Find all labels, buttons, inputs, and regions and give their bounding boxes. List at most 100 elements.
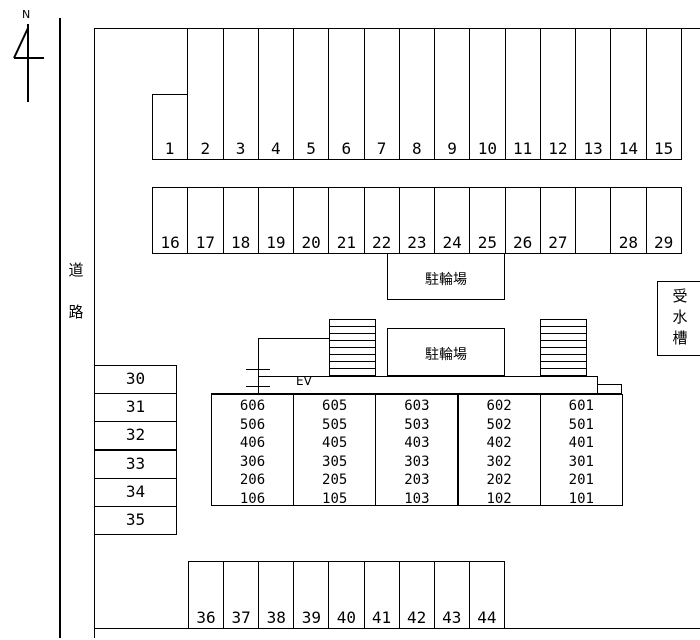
parking-space: 16 xyxy=(152,187,187,253)
corridor-east-ledge-end xyxy=(621,384,622,394)
apartment-unit-number: 606 xyxy=(239,398,266,414)
parking-space: 1 xyxy=(152,28,187,159)
apartment-unit-number: 503 xyxy=(404,416,430,433)
parking-space: 36 xyxy=(188,561,223,628)
row-top-right-edge xyxy=(681,28,682,160)
parking-space-number: 4 xyxy=(271,139,281,158)
parking-space-number: 15 xyxy=(653,139,674,158)
parking-space: 41 xyxy=(363,561,399,628)
road-edge-line xyxy=(59,18,61,638)
parking-space: 13 xyxy=(575,28,610,159)
parking-space: 28 xyxy=(610,187,645,253)
parking-space: 27 xyxy=(539,187,575,253)
parking-space-number: 14 xyxy=(618,139,638,158)
apartment-unit-number: 401 xyxy=(568,435,594,452)
road-label: 道 路 xyxy=(64,258,88,324)
apartment-unit-number: 605 xyxy=(322,398,348,414)
apartment-unit-number: 406 xyxy=(239,435,266,452)
parking-space: 44 xyxy=(468,561,504,628)
stairs-west xyxy=(329,319,376,376)
parking-space-number: 29 xyxy=(653,233,674,252)
parking-space-number: 22 xyxy=(371,233,392,252)
parking-space: 40 xyxy=(328,561,363,628)
apartment-unit-number: 405 xyxy=(322,435,348,452)
parking-space: 30 xyxy=(94,365,177,394)
parking-space-number: 19 xyxy=(266,233,286,252)
apartment-unit-number: 502 xyxy=(486,416,512,433)
row-bottom-right-edge xyxy=(504,561,505,629)
parking-space: 32 xyxy=(94,421,177,451)
parking-space-number: 3 xyxy=(235,139,246,158)
apartment-unit-number: 205 xyxy=(322,472,348,489)
parking-space: 43 xyxy=(433,561,469,628)
parking-space: 12 xyxy=(539,28,575,159)
stairs-east xyxy=(540,319,587,376)
parking-space-number: 27 xyxy=(548,233,568,252)
tank-char: 槽 xyxy=(672,329,688,347)
apartment-unit-number: 206 xyxy=(239,472,266,489)
ev-mark-lower xyxy=(246,386,270,387)
parking-space: 2 xyxy=(187,28,222,159)
apartment-unit-number: 202 xyxy=(486,472,512,489)
apartment-unit-number: 403 xyxy=(404,435,430,452)
parking-space: 19 xyxy=(257,187,293,253)
parking-space-number: 24 xyxy=(442,233,462,252)
parking-space-number: 39 xyxy=(301,608,321,627)
parking-space-number: 40 xyxy=(336,608,357,627)
corridor-east-end xyxy=(597,376,598,394)
pipe-horizontal xyxy=(258,338,329,339)
site-boundary-west xyxy=(94,28,95,638)
parking-space-number: 6 xyxy=(341,139,352,158)
parking-space: 3 xyxy=(222,28,258,159)
apartment-unit-number: 601 xyxy=(568,398,594,414)
bike-parking-lower: 駐輪場 xyxy=(387,328,505,376)
parking-space-number: 18 xyxy=(230,233,251,252)
parking-space: 10 xyxy=(469,28,504,159)
apartment-unit-number: 305 xyxy=(322,453,348,470)
parking-space: 25 xyxy=(469,187,504,253)
parking-space-number: 12 xyxy=(548,139,568,158)
row-mid-right-edge xyxy=(681,187,682,254)
apartment-unit-number: 105 xyxy=(322,490,348,507)
parking-space-number: 28 xyxy=(618,233,638,252)
parking-space: 17 xyxy=(187,187,222,253)
apartment-unit-number: 203 xyxy=(404,472,430,489)
parking-space: 31 xyxy=(94,393,177,423)
apartment-unit-number: 102 xyxy=(486,490,512,507)
parking-space-number: 37 xyxy=(231,608,251,627)
parking-space: 18 xyxy=(222,187,258,253)
pipe-vertical xyxy=(258,338,259,394)
elevator-label: EV xyxy=(296,374,312,388)
parking-space-number: 41 xyxy=(371,608,392,627)
water-tank: 受 水 槽 xyxy=(657,281,700,356)
parking-space: 42 xyxy=(398,561,434,628)
bike-parking-label: 駐輪場 xyxy=(425,272,467,288)
parking-space-number: 5 xyxy=(306,139,316,158)
apartment-unit-number: 402 xyxy=(486,435,512,452)
parking-space-number: 26 xyxy=(512,233,533,252)
apartment-unit-number: 106 xyxy=(239,490,266,507)
parking-space: 23 xyxy=(398,187,434,253)
row-bottom-top-line xyxy=(188,561,505,562)
parking-space: 5 xyxy=(293,28,328,159)
parking-space-number: 44 xyxy=(477,608,497,627)
corridor-east-ledge xyxy=(597,384,622,385)
parking-space-number: 16 xyxy=(160,233,180,252)
parking-space-number: 13 xyxy=(583,139,603,158)
parking-space: 15 xyxy=(645,28,681,159)
apartment-unit-number: 506 xyxy=(239,416,266,433)
parking-space-number: 7 xyxy=(376,139,387,158)
parking-space-number: 17 xyxy=(195,233,215,252)
tank-char: 受 xyxy=(672,287,688,305)
parking-space-number: 1 xyxy=(164,139,175,158)
parking-space: 14 xyxy=(610,28,645,159)
site-boundary-south xyxy=(94,628,700,629)
parking-space-number: 36 xyxy=(196,608,216,627)
parking-space: 22 xyxy=(363,187,399,253)
apartment-unit-number: 301 xyxy=(568,453,594,470)
site-boundary-north xyxy=(94,28,700,29)
